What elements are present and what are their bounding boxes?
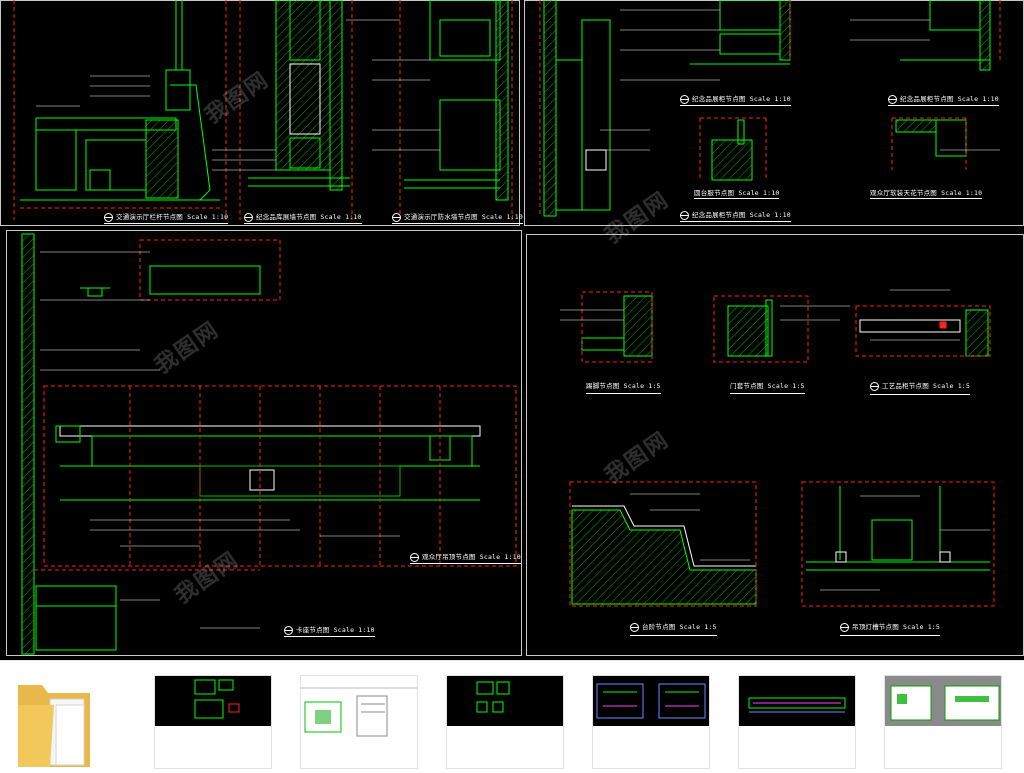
panel-title-light-trough: 吊顶灯槽节点图 Scale 1:5 <box>840 621 941 636</box>
thumbnail-3[interactable] <box>446 675 564 769</box>
thumbnail-strip <box>0 660 1024 769</box>
thumbnail-5-preview <box>748 697 846 713</box>
thumbnail-6-preview <box>885 676 1001 726</box>
panel-title-hall-ceiling: 观众厅吊顶节点图 Scale 1:10 <box>410 551 521 564</box>
panel-title-display-wall: 纪念品库展墙节点图 Scale 1:10 <box>244 211 362 224</box>
thumbnail-2[interactable] <box>300 675 418 769</box>
thumbnail-4[interactable] <box>592 675 710 769</box>
panel-title-booth: 卡座节点图 Scale 1:10 <box>284 624 375 637</box>
panel-title-cabinet-c: 纪念品展柜节点图 Scale 1:10 <box>680 209 791 222</box>
sheet-top-left <box>0 0 520 226</box>
panel-title-round-table: 圆台服节点图 Scale 1:10 <box>694 189 780 199</box>
panel-title-steps: 台阶节点图 Scale 1:5 <box>630 621 717 636</box>
panel-title-waterproof-wall: 交通演示厅防水墙节点图 Scale 1:10 <box>392 211 523 224</box>
panel-title-soft-ceiling: 观众厅软装天花节点图 Scale 1:10 <box>870 189 983 199</box>
panel-title-door-frame: 门套节点图 Scale 1:5 <box>730 380 805 394</box>
thumbnail-5[interactable] <box>738 675 856 769</box>
cad-linework <box>13 0 1001 655</box>
thumbnail-6[interactable] <box>884 675 1002 769</box>
sheet-bottom-left <box>6 230 522 656</box>
panel-title-cabinet-b: 纪念品展柜节点图 Scale 1:10 <box>888 93 999 106</box>
panel-title-craft-cabinet: 工艺品柜节点图 Scale 1:5 <box>870 380 971 395</box>
panel-title-railing: 交通演示厅栏杆节点图 Scale 1:10 <box>104 211 229 224</box>
thumbnail-2-preview <box>301 687 417 737</box>
thumbnail-3-preview <box>476 681 510 713</box>
folder-icon[interactable] <box>14 675 94 769</box>
panel-title-cabinet-a: 纪念品展柜节点图 Scale 1:10 <box>680 93 791 106</box>
cad-drawing-viewport[interactable]: 交通演示厅栏杆节点图 Scale 1:10 纪念品库展墙节点图 Scale 1:… <box>0 0 1024 660</box>
thumbnail-1-preview <box>194 679 240 719</box>
panel-title-skirting: 踢脚节点图 Scale 1:5 <box>586 380 661 394</box>
thumbnail-1[interactable] <box>154 675 272 769</box>
thumbnail-4-preview <box>596 683 706 719</box>
